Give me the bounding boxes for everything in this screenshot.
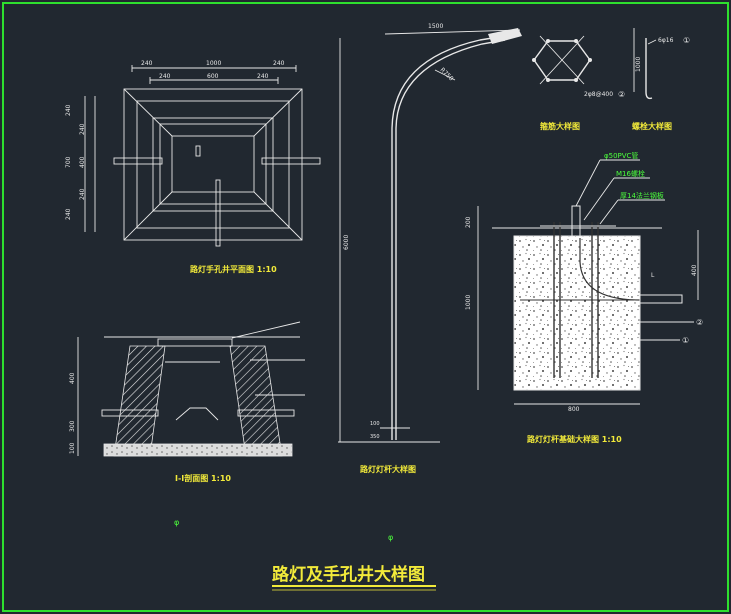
cage-detail: 2φ8@400 ② 箍筋大样图 <box>532 35 625 131</box>
bolt-length: 1000 <box>635 57 642 72</box>
foundation-l-label: L <box>651 272 655 279</box>
pole-title: 路灯灯杆大样图 <box>360 464 416 474</box>
bolt-label: 6φ16 <box>658 37 674 44</box>
foundation-marker-1: ② <box>696 318 703 327</box>
section-wall-left <box>113 345 166 457</box>
foundation-title: 路灯灯杆基础大样图 1:10 <box>527 434 622 444</box>
bolt-detail: 6φ16 ① 1000 螺栓大样图 <box>632 28 690 131</box>
stray-mark-2: φ <box>388 533 393 542</box>
foundation-callout-2: M16螺栓 <box>616 169 645 178</box>
main-title: 路灯及手孔井大样图 <box>272 564 425 585</box>
plan-dim-top-4: 240 <box>159 73 171 80</box>
plan-dim-top-2: 1000 <box>206 60 221 67</box>
pole-height: 6000 <box>343 235 350 250</box>
pole-outline <box>391 35 506 440</box>
foundation-marker-2: ① <box>682 336 689 345</box>
plan-dim-left-5: 240 <box>79 188 86 200</box>
plan-dim-top-1: 240 <box>141 60 153 67</box>
section-base <box>103 443 293 457</box>
foundation-concrete <box>513 235 641 391</box>
foundation-dim-right-1: 400 <box>691 264 698 276</box>
pole-detail: 1500 R750 6000 100 350 路灯灯杆大样图 <box>338 23 522 474</box>
cage-marker: ② <box>618 90 625 99</box>
cage-title: 箍筋大样图 <box>540 121 580 131</box>
plan-dim-left-4: 400 <box>79 156 86 168</box>
plan-dim-left-6: 240 <box>65 208 72 220</box>
section-title: I-I剖面图 1:10 <box>175 473 231 483</box>
foundation-dim-left-1: 200 <box>465 216 472 228</box>
plan-dim-left-2: 240 <box>79 123 86 135</box>
pole-base-dim-2: 350 <box>370 434 380 440</box>
plan-dim-left-1: 240 <box>65 104 72 116</box>
foundation-callout-1: φ50PVC管 <box>604 151 638 160</box>
foundation-dim-bottom: 800 <box>568 406 580 413</box>
pole-base-dim-1: 100 <box>370 421 380 427</box>
pole-arm-length: 1500 <box>428 23 443 30</box>
section-dim-3: 100 <box>69 442 76 454</box>
section-dim-2: 300 <box>69 420 76 432</box>
lamp-head <box>488 28 522 44</box>
cage-label: 2φ8@400 <box>584 91 613 98</box>
plan-dim-top-5: 600 <box>207 73 219 80</box>
section-dim-1: 400 <box>69 372 76 384</box>
foundation-detail: φ50PVC管 M16螺栓 厚14法兰钢板 200 1000 400 800 L… <box>465 151 703 444</box>
plan-dim-top-3: 240 <box>273 60 285 67</box>
bolt-title: 螺栓大样图 <box>632 121 672 131</box>
pole-radius: R750 <box>439 66 455 82</box>
foundation-callout-3: 厚14法兰钢板 <box>620 191 664 200</box>
plan-view: 路灯手孔井平面图 1:10 240 1000 240 240 600 240 2… <box>65 60 321 274</box>
stray-mark-1: φ <box>174 518 179 527</box>
section-wall-right <box>229 345 283 457</box>
plan-dim-top-6: 240 <box>257 73 269 80</box>
section-view: I-I剖面图 1:10 400 300 100 <box>69 321 305 483</box>
plan-dim-left-3: 700 <box>65 156 72 168</box>
bolt-marker: ① <box>683 36 690 45</box>
foundation-dim-left-2: 1000 <box>465 295 472 310</box>
plan-title: 路灯手孔井平面图 1:10 <box>190 264 277 274</box>
